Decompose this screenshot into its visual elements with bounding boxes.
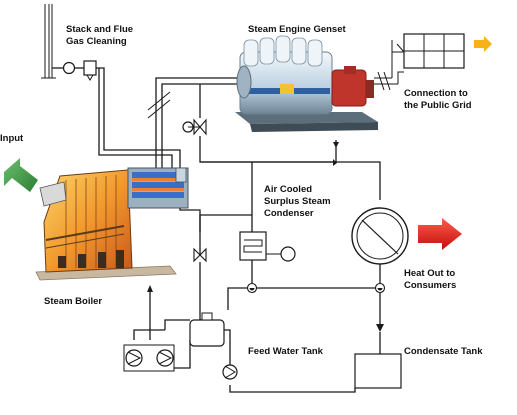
label-boiler: Steam Boiler xyxy=(44,296,102,307)
label-condenser-line1: Air Cooled xyxy=(264,184,312,195)
steam-valve-icon xyxy=(182,118,207,136)
heat-exchanger xyxy=(351,207,409,354)
feed-water-tank xyxy=(189,312,225,347)
feed-pump-right-icon xyxy=(156,349,174,367)
condensate-tank xyxy=(354,353,402,389)
label-stack-line2: Gas Cleaning xyxy=(66,36,127,47)
heat-out-arrow-icon xyxy=(418,218,462,250)
flue-gas-pipes xyxy=(52,60,181,168)
steam-boiler xyxy=(35,167,189,281)
air-cooled-condenser xyxy=(239,231,380,294)
steam-engine-genset xyxy=(235,35,378,132)
label-heat-line2: Consumers xyxy=(404,280,456,291)
input-arrow-icon xyxy=(4,158,38,192)
label-heat-line1: Heat Out to xyxy=(404,268,455,279)
feed-pump-left-icon xyxy=(125,349,143,367)
feed-pumps xyxy=(123,344,175,372)
label-genset: Steam Engine Genset xyxy=(248,24,347,35)
label-stack-line1: Stack and Flue xyxy=(66,24,133,35)
condensate-pump-icon xyxy=(222,364,238,380)
label-condensate-tank: Condensate Tank xyxy=(404,346,483,357)
label-condenser-line2: Surplus Steam xyxy=(264,196,331,207)
feed-valve-icon xyxy=(193,247,207,263)
label-input: Input xyxy=(0,133,24,144)
flue-fan-icon xyxy=(62,61,76,75)
label-grid-line2: the Public Grid xyxy=(404,100,472,111)
steam-lines xyxy=(147,77,381,232)
label-grid-line1: Connection to xyxy=(404,88,468,99)
flue-filter-icon xyxy=(83,60,97,76)
label-condenser-line3: Condenser xyxy=(264,208,314,219)
grid-connection xyxy=(374,33,492,91)
grid-arrow-icon xyxy=(474,36,492,52)
label-feed-tank: Feed Water Tank xyxy=(248,346,324,357)
stack xyxy=(41,4,56,79)
